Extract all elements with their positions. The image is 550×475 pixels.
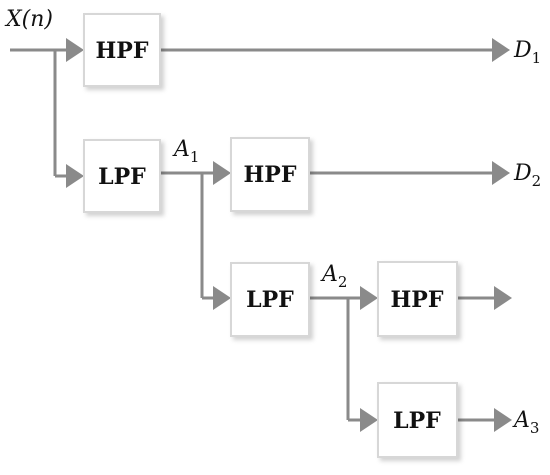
lpf-block-2: LPF xyxy=(230,262,310,337)
lpf-block-1-label: LPF xyxy=(98,164,146,190)
input-signal-label: X(n) xyxy=(4,7,53,32)
lpf-block-1: LPF xyxy=(83,139,161,213)
arrowhead-hpf1-in xyxy=(66,38,84,62)
d1-label: D1 xyxy=(513,38,541,67)
connectors xyxy=(10,48,495,422)
hpf-block-3-label: HPF xyxy=(391,287,444,313)
arrowhead-lpf2-in xyxy=(213,286,231,310)
a1-label: A1 xyxy=(172,137,199,166)
hpf-block-1: HPF xyxy=(83,13,161,87)
a3-label: A3 xyxy=(512,408,539,437)
arrowhead-lpf1-in xyxy=(66,164,84,188)
arrowhead-hpf3-out xyxy=(494,286,512,310)
hpf-block-2: HPF xyxy=(230,137,310,212)
arrowhead-hpf3-in xyxy=(360,286,378,310)
d2-label: D2 xyxy=(513,161,541,190)
arrowhead-lpf3-in xyxy=(360,408,378,432)
lpf-block-3-label: LPF xyxy=(393,408,441,434)
lpf-block-3: LPF xyxy=(377,382,458,458)
arrowhead-a3 xyxy=(494,408,512,432)
hpf-block-3: HPF xyxy=(377,261,458,337)
hpf-block-2-label: HPF xyxy=(244,162,297,188)
hpf-block-1-label: HPF xyxy=(96,38,149,64)
arrowheads xyxy=(66,38,512,432)
lpf-block-2-label: LPF xyxy=(246,287,294,313)
arrowhead-hpf2-in xyxy=(213,161,231,185)
arrowhead-d2 xyxy=(492,161,510,185)
a2-label: A2 xyxy=(320,262,347,291)
arrowhead-d1 xyxy=(492,38,510,62)
